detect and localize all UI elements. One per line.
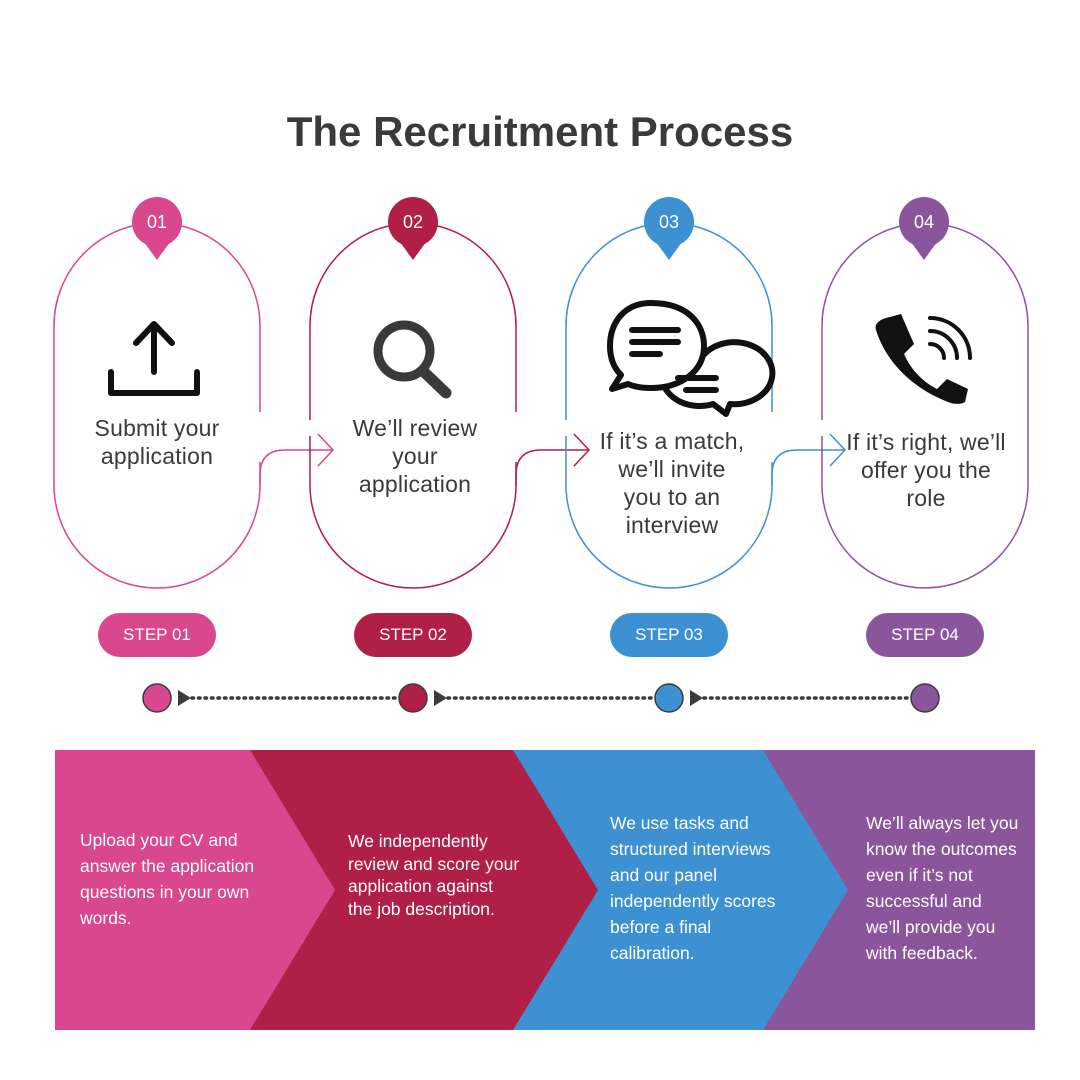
stage-pin-3: 03 [644,197,694,260]
search-icon [373,320,452,399]
step-3-description: We use tasks and structured interviews a… [610,813,776,963]
step-label-3: STEP 03 [610,613,728,657]
stage-number: 04 [914,212,934,232]
step-4-description: We’ll always let you know the outcomes e… [866,813,1019,963]
chat-bubbles-icon [607,300,776,417]
stage-pin-2: 02 [388,197,438,260]
page-title: The Recruitment Process [286,108,794,155]
stage-2-text: We’ll review your application [352,415,478,497]
stage-outline-1 [53,222,335,589]
upload-icon [108,321,200,396]
step-label-2: STEP 02 [354,613,472,657]
description-band [55,750,1035,1030]
phone-call-icon [875,314,972,404]
stage-number: 01 [147,212,167,232]
timeline [142,683,940,713]
stage-pin-4: 04 [899,197,949,260]
timeline-node-3 [654,683,684,713]
step-1-description: Upload your CV and answer the applicatio… [80,830,255,928]
band-segment-1 [55,750,335,1030]
stage-outline-3 [565,222,847,589]
timeline-node-4 [910,683,940,713]
stage-outline-4 [821,222,1029,589]
step-label-1: STEP 01 [98,613,216,657]
stage-4-text: If it’s right, we’ll offer you the role [846,429,1006,511]
stage-number: 02 [403,212,423,232]
step-label-4: STEP 04 [866,613,984,657]
timeline-node-1 [142,683,172,713]
step-2-description: We independently review and score your a… [348,831,520,919]
stage-number: 03 [659,212,679,232]
stage-3-text: If it’s a match, we’ll invite you to an … [599,428,745,538]
timeline-node-2 [398,683,428,713]
stage-1-text: Submit your application [94,415,220,469]
stage-outline-2 [309,222,591,589]
stage-pin-1: 01 [132,197,182,260]
